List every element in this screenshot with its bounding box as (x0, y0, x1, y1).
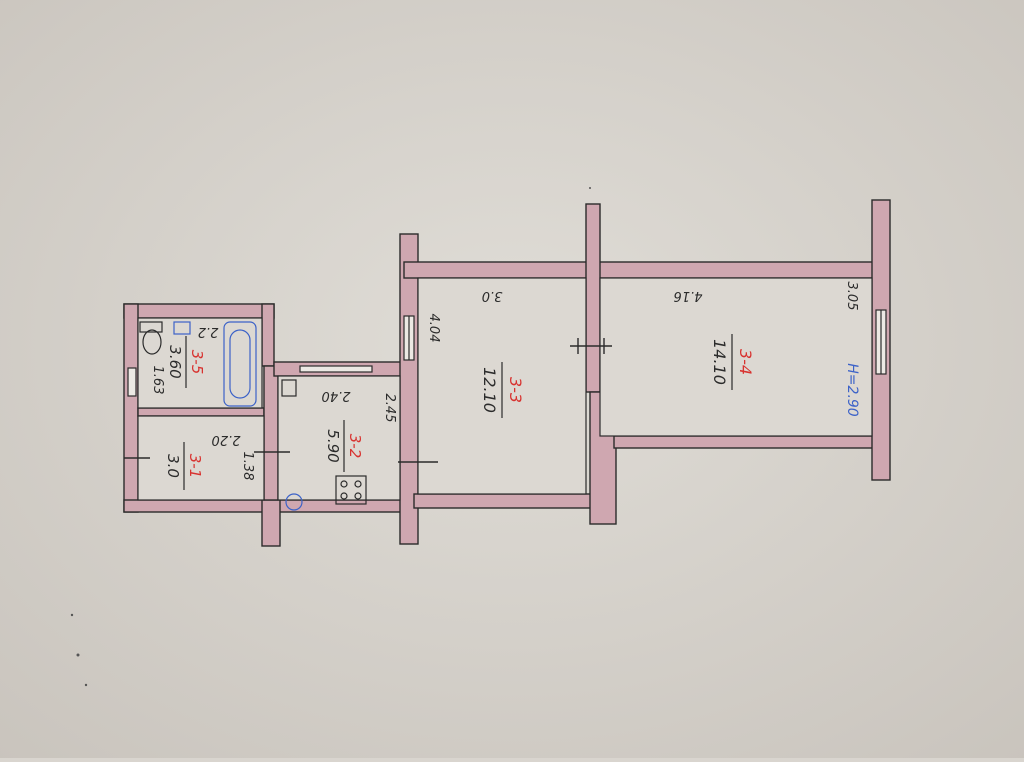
toilet-tank (139, 321, 163, 333)
paper-specks (70, 187, 591, 687)
room-2-label: 3-2 5.90 (324, 420, 364, 472)
wall-bottom-stub (261, 499, 281, 547)
wall-top (403, 261, 889, 279)
dim-room5-width: 2.2 (198, 324, 219, 339)
room-1-interior (137, 415, 265, 501)
toilet-icon (142, 329, 162, 355)
dimensions: 2.20 1.38 2.2 1.63 2.40 2.45 3.0 4.04 4.… (150, 282, 859, 481)
door-marks (124, 338, 612, 463)
dim-room3-height: 4.04 (426, 314, 441, 343)
room-5-label: 3-5 3.60 (166, 336, 206, 388)
room-1-label: 3-1 3.0 (164, 442, 204, 490)
window-kitchen (299, 365, 373, 373)
bathtub-inner (229, 329, 251, 399)
room-1-area: 3.0 (164, 454, 182, 478)
room-4-label: 3-4 14.10 (710, 334, 755, 390)
room-2-interior (277, 375, 401, 501)
stove-icon (335, 475, 367, 505)
dim-room1-height: 1.38 (240, 452, 255, 481)
wall-room3-room4 (585, 203, 601, 393)
room-interiors (137, 277, 873, 501)
fixtures (139, 321, 367, 511)
windows (127, 309, 887, 397)
room-4-area: 14.10 (710, 339, 729, 385)
room-4-number: 3-4 (736, 349, 755, 375)
dim-room1-width: 2.20 (212, 432, 241, 447)
room-5-number: 3-5 (188, 350, 206, 375)
window-room5 (127, 367, 137, 397)
room-1-number: 3-1 (186, 454, 204, 479)
room-4-interior (599, 277, 873, 437)
kitchen-sink-icon (285, 493, 303, 511)
bathtub (223, 321, 257, 407)
dim-room5-height: 1.63 (150, 366, 165, 395)
room-2-number: 3-2 (346, 434, 364, 459)
sink-icon (173, 321, 191, 335)
kitchen-sink-box (281, 379, 297, 397)
wall-wc-kitchen (263, 365, 279, 501)
dim-room2-width: 2.40 (322, 388, 351, 403)
dim-room3-width: 3.0 (482, 288, 503, 303)
dim-room4-height: 3.05 (844, 282, 859, 311)
wall-left-block-left (123, 303, 139, 513)
dim-room2-height: 2.45 (382, 394, 397, 423)
ceiling-height-note: H=2.90 (844, 363, 860, 417)
wall-bath-wc (137, 407, 265, 417)
room-3-area: 12.10 (480, 367, 499, 413)
room-3-label: 3-3 12.10 (480, 362, 525, 418)
wall-left-block-right (261, 303, 275, 367)
dim-room4-width: 4.16 (674, 288, 703, 303)
wall-left-block-top (123, 303, 275, 319)
room-2-area: 5.90 (324, 429, 342, 462)
wall-room4-bottom (613, 435, 877, 449)
room-3-number: 3-3 (506, 377, 525, 403)
wall-room3-bottom (413, 493, 599, 509)
room-5-area: 3.60 (166, 345, 184, 378)
